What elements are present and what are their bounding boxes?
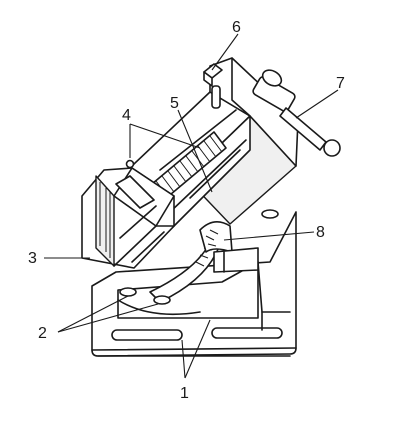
callout-4: 4 bbox=[122, 107, 131, 124]
jaw-pin bbox=[125, 159, 135, 169]
callout-6: 6 bbox=[232, 19, 241, 36]
bolt-left bbox=[119, 287, 137, 297]
bolt-right bbox=[153, 295, 171, 305]
handle bbox=[252, 69, 341, 157]
callout-3: 3 bbox=[28, 250, 37, 267]
callout-labels: 1 2 3 4 5 6 7 8 bbox=[28, 19, 345, 402]
leader-lines bbox=[44, 33, 339, 379]
swivel-bracket bbox=[117, 221, 259, 319]
callout-2: 2 bbox=[38, 325, 47, 342]
callout-8: 8 bbox=[316, 224, 325, 241]
callout-1: 1 bbox=[180, 385, 189, 402]
base-slot-right bbox=[211, 327, 283, 339]
base-slot-left bbox=[111, 329, 183, 341]
end-slot bbox=[211, 85, 221, 109]
moving-jaw bbox=[81, 159, 175, 269]
callout-7: 7 bbox=[336, 75, 345, 92]
callout-5: 5 bbox=[170, 95, 179, 112]
